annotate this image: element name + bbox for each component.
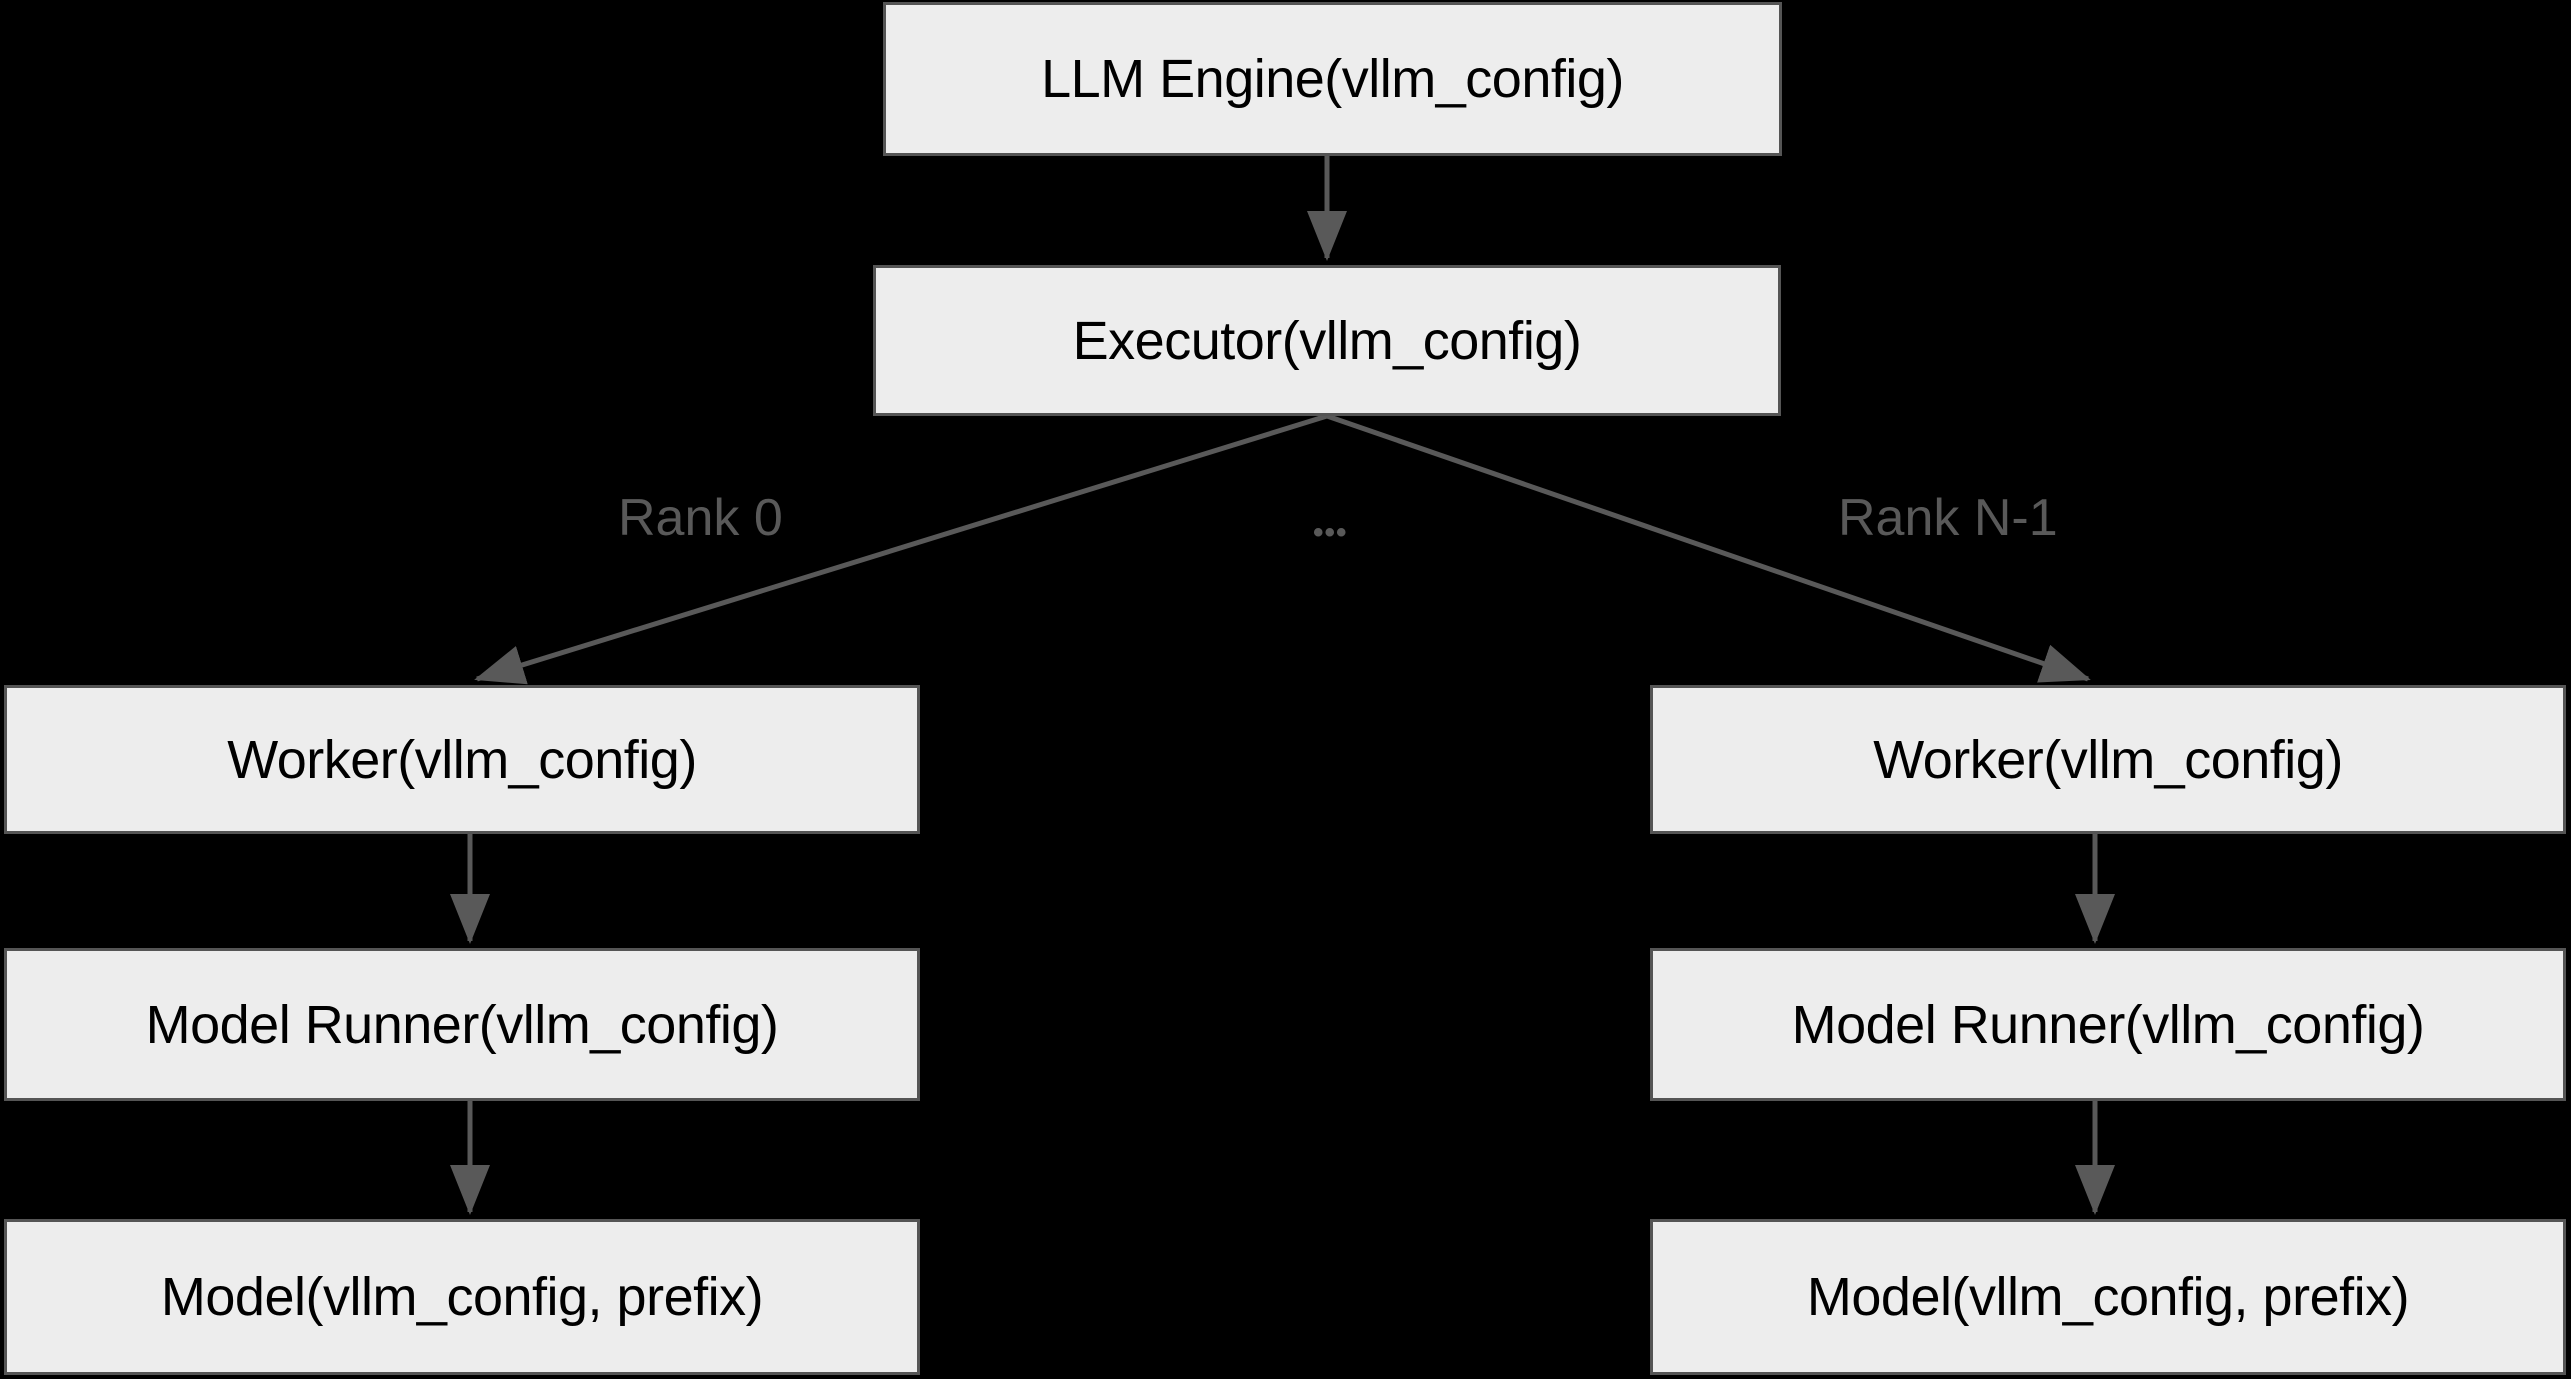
edge-label-rank-n-1: Rank N-1 <box>1838 489 2058 547</box>
node-model-runner-rank-n-1-label: Model Runner(vllm_config) <box>1791 994 2425 1055</box>
node-worker-rank-0[interactable]: Worker(vllm_config) <box>4 685 920 834</box>
node-worker-rank-n-1-label: Worker(vllm_config) <box>1873 729 2343 790</box>
node-executor[interactable]: Executor(vllm_config) <box>873 265 1781 416</box>
node-model-runner-rank-n-1[interactable]: Model Runner(vllm_config) <box>1650 948 2566 1101</box>
node-model-rank-0[interactable]: Model(vllm_config, prefix) <box>4 1219 920 1375</box>
edge-label-ellipsis: ••• <box>1313 516 1348 549</box>
node-worker-rank-0-label: Worker(vllm_config) <box>227 729 697 790</box>
node-worker-rank-n-1[interactable]: Worker(vllm_config) <box>1650 685 2566 834</box>
node-model-runner-rank-0-label: Model Runner(vllm_config) <box>145 994 779 1055</box>
node-model-rank-n-1-label: Model(vllm_config, prefix) <box>1806 1267 2410 1327</box>
edge-executor-to-worker-left <box>474 413 1328 685</box>
node-llm-engine[interactable]: LLM Engine(vllm_config) <box>883 2 1782 156</box>
node-model-rank-n-1[interactable]: Model(vllm_config, prefix) <box>1650 1219 2566 1375</box>
edge-executor-to-worker-right <box>1326 413 2091 683</box>
node-llm-engine-label: LLM Engine(vllm_config) <box>1041 49 1624 109</box>
node-model-runner-rank-0[interactable]: Model Runner(vllm_config) <box>4 948 920 1101</box>
node-model-rank-0-label: Model(vllm_config, prefix) <box>160 1267 764 1327</box>
node-executor-label: Executor(vllm_config) <box>1072 310 1582 371</box>
edge-label-rank-0: Rank 0 <box>618 489 783 547</box>
